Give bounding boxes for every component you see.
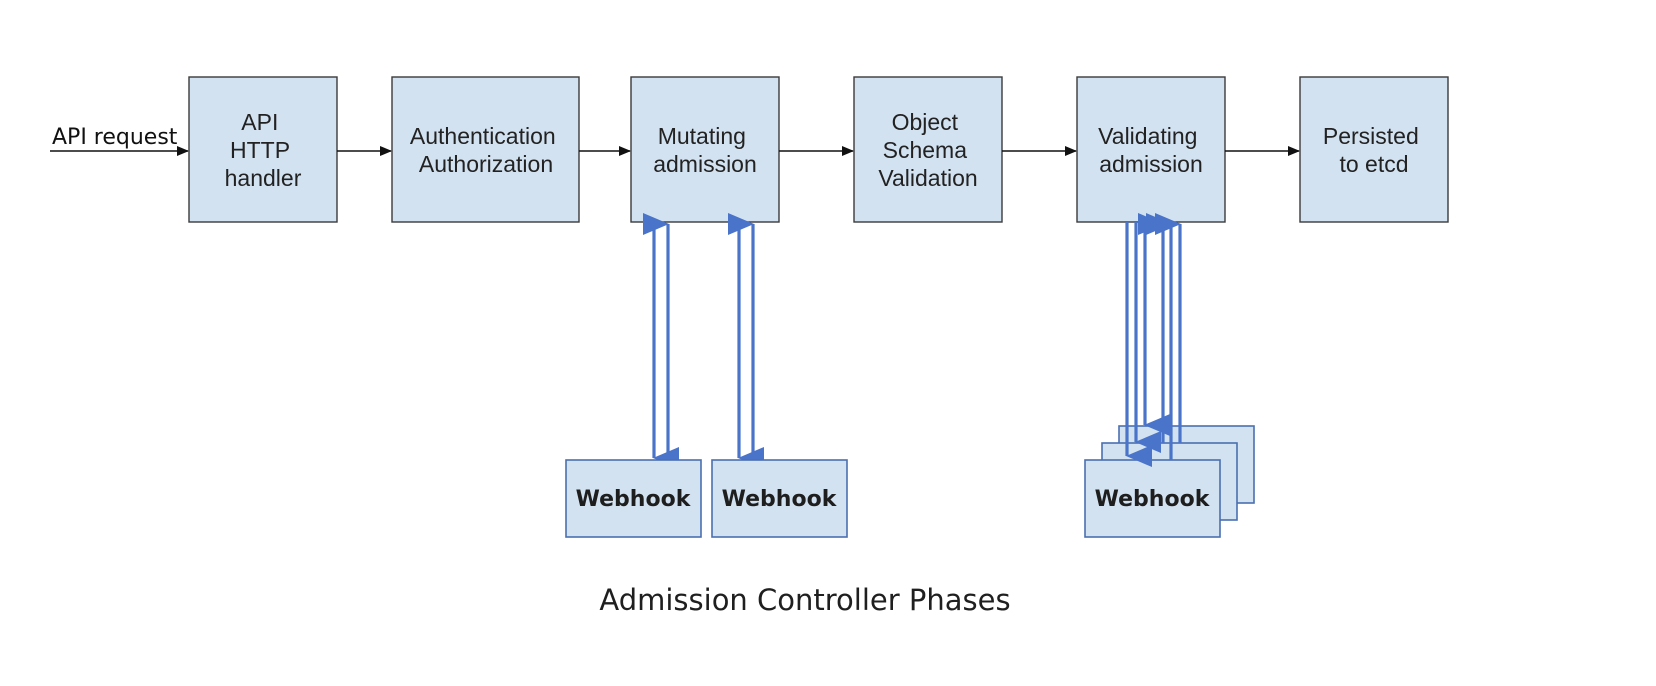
stage-authentication-authorization: Authentication Authorization xyxy=(391,76,580,223)
api-request-label: API request xyxy=(52,125,178,150)
stage-line: Schema xyxy=(883,137,968,163)
webhook-mutating-2: Webhook xyxy=(711,459,848,538)
stage-line: HTTP xyxy=(230,137,290,163)
svg-text:Persisted to etcd: Persisted to etcd xyxy=(1323,123,1425,177)
stage-line: Authorization xyxy=(419,151,553,177)
stage-api-http-handler: API HTTP handler xyxy=(188,76,338,223)
stage-line: admission xyxy=(653,151,757,177)
webhook-label: Webhook xyxy=(1095,487,1211,512)
svg-text:API HTTP handler: API HTTP handler xyxy=(225,109,302,191)
diagram-caption: Admission Controller Phases xyxy=(599,583,1011,617)
stage-line: API xyxy=(241,109,278,135)
stage-mutating-admission: Mutating admission xyxy=(630,76,780,223)
stage-validating-admission: Validating admission xyxy=(1076,76,1226,223)
stage-line: Persisted xyxy=(1323,123,1419,149)
stage-line: Validation xyxy=(878,165,977,191)
stage-line: admission xyxy=(1099,151,1203,177)
stage-line: Validating xyxy=(1098,123,1197,149)
stage-line: Authentication xyxy=(410,123,556,149)
svg-text:Validating admission: Validating admission xyxy=(1098,123,1204,177)
stage-line: to etcd xyxy=(1339,151,1408,177)
webhook-label: Webhook xyxy=(722,487,838,512)
svg-text:Object Schema Vali: Object Schema Validation xyxy=(878,109,977,191)
stage-line: Mutating xyxy=(658,123,746,149)
webhook-mutating-1: Webhook xyxy=(565,459,702,538)
stage-line: handler xyxy=(225,165,302,191)
svg-text:Mutating admission: Mutating admission xyxy=(653,123,757,177)
svg-text:Authentication Authoriza: Authentication Authorization xyxy=(410,123,562,177)
webhook-stack-front xyxy=(1084,459,1221,538)
webhook-label: Webhook xyxy=(576,487,692,512)
stage-line: Object xyxy=(892,109,959,135)
stage-object-schema-validation: Object Schema Validation xyxy=(853,76,1003,223)
stage-persisted-to-etcd: Persisted to etcd xyxy=(1299,76,1449,223)
